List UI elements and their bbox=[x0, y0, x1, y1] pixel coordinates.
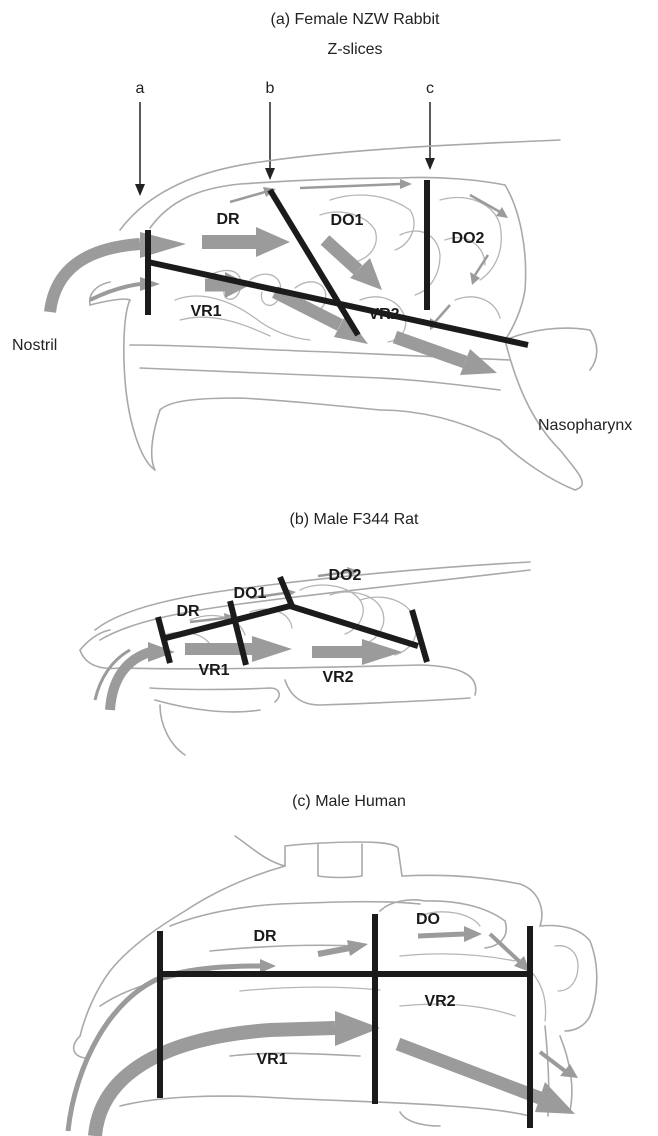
rabbit-region-do2: DO2 bbox=[452, 230, 485, 247]
rabbit-panel: (a) Female NZW Rabbit Z-slices a b c bbox=[0, 0, 658, 500]
rat-region-dr: DR bbox=[176, 603, 200, 620]
rat-region-do1: DO1 bbox=[234, 585, 267, 602]
slice-label-a: a bbox=[136, 80, 145, 97]
rat-region-vr2: VR2 bbox=[322, 669, 353, 686]
human-region-vr1: VR1 bbox=[256, 1051, 287, 1068]
slice-arrow-b: b bbox=[265, 80, 275, 180]
human-region-vr2: VR2 bbox=[424, 993, 455, 1010]
nostril-label: Nostril bbox=[12, 337, 57, 354]
slice-arrow-a: a bbox=[135, 80, 145, 196]
nasopharynx-label: Nasopharynx bbox=[538, 417, 632, 434]
rat-region-do2: DO2 bbox=[329, 567, 362, 584]
rabbit-region-vr1: VR1 bbox=[190, 303, 221, 320]
human-panel: (c) Male Human bbox=[0, 776, 658, 1136]
slice-label-c: c bbox=[426, 80, 434, 97]
human-panel-title: (c) Male Human bbox=[292, 793, 406, 810]
rabbit-region-vr2: VR2 bbox=[368, 306, 399, 323]
rabbit-panel-title: (a) Female NZW Rabbit bbox=[271, 11, 440, 28]
rabbit-panel-subtitle: Z-slices bbox=[327, 41, 382, 58]
rat-panel-title: (b) Male F344 Rat bbox=[290, 511, 419, 528]
slice-label-b: b bbox=[266, 80, 275, 97]
rabbit-region-dr: DR bbox=[216, 211, 240, 228]
rabbit-region-do1: DO1 bbox=[331, 212, 364, 229]
rat-panel: (b) Male F344 Rat bbox=[0, 500, 658, 760]
rabbit-diagram: (a) Female NZW Rabbit Z-slices a b c bbox=[0, 0, 658, 500]
human-diagram: (c) Male Human bbox=[0, 776, 658, 1136]
rat-nasal-outline bbox=[80, 562, 530, 755]
rat-region-vr1: VR1 bbox=[198, 662, 229, 679]
slice-arrow-c: c bbox=[425, 80, 435, 170]
human-region-dr: DR bbox=[253, 928, 277, 945]
human-airflow-arrows bbox=[68, 926, 578, 1136]
human-region-do: DO bbox=[416, 911, 440, 928]
rat-diagram: (b) Male F344 Rat bbox=[0, 500, 658, 760]
